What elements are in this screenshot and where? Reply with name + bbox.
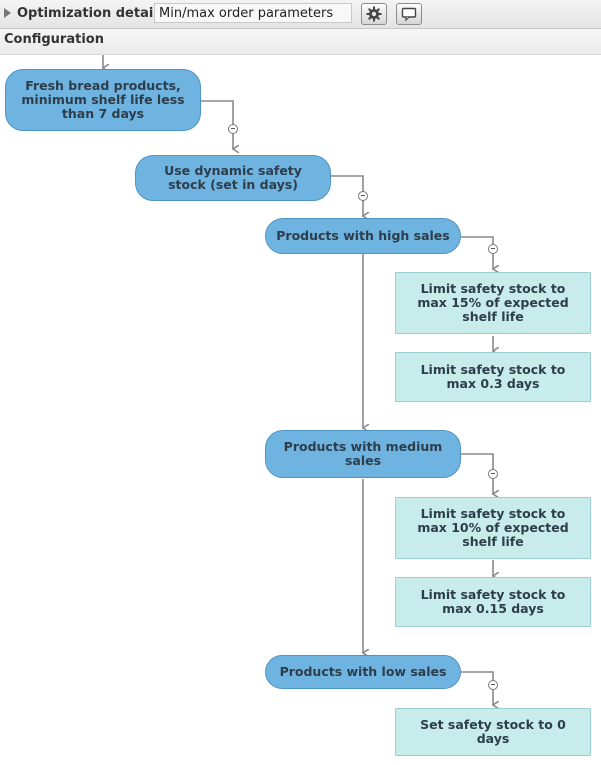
parameter-set-select[interactable]: Min/max order parameters	[154, 3, 352, 23]
condition-node-dynamic-safety-stock[interactable]: Use dynamic safety stock (set in days)	[135, 155, 331, 201]
collapse-toggle-icon[interactable]	[358, 191, 368, 201]
gear-icon	[366, 6, 382, 22]
action-node-medium-limit-percent[interactable]: Limit safety stock to max 10% of expecte…	[395, 497, 591, 559]
configuration-label: Configuration	[4, 32, 104, 47]
configuration-header: Configuration	[0, 29, 601, 55]
optimization-details-title: Optimization details	[17, 6, 166, 21]
condition-node-medium-sales[interactable]: Products with medium sales	[265, 430, 461, 478]
collapse-toggle-icon[interactable]	[488, 680, 498, 690]
collapse-triangle-icon[interactable]	[4, 8, 11, 18]
action-node-low-set-zero[interactable]: Set safety stock to 0 days	[395, 708, 591, 756]
action-node-high-limit-days[interactable]: Limit safety stock to max 0.3 days	[395, 352, 591, 402]
condition-node-high-sales[interactable]: Products with high sales	[265, 218, 461, 254]
tree-connectors	[0, 55, 601, 765]
comment-button[interactable]	[396, 3, 422, 25]
action-node-medium-limit-days[interactable]: Limit safety stock to max 0.15 days	[395, 577, 591, 627]
settings-button[interactable]	[361, 3, 387, 25]
condition-node-low-sales[interactable]: Products with low sales	[265, 655, 461, 689]
collapse-toggle-icon[interactable]	[228, 124, 238, 134]
decision-tree-canvas: Fresh bread products, minimum shelf life…	[0, 55, 601, 765]
speech-bubble-icon	[401, 7, 417, 22]
collapse-toggle-icon[interactable]	[488, 469, 498, 479]
collapse-toggle-icon[interactable]	[488, 244, 498, 254]
toolbar: Optimization details Min/max order param…	[0, 0, 601, 29]
condition-node-fresh-bread[interactable]: Fresh bread products, minimum shelf life…	[5, 69, 201, 131]
action-node-high-limit-percent[interactable]: Limit safety stock to max 15% of expecte…	[395, 272, 591, 334]
